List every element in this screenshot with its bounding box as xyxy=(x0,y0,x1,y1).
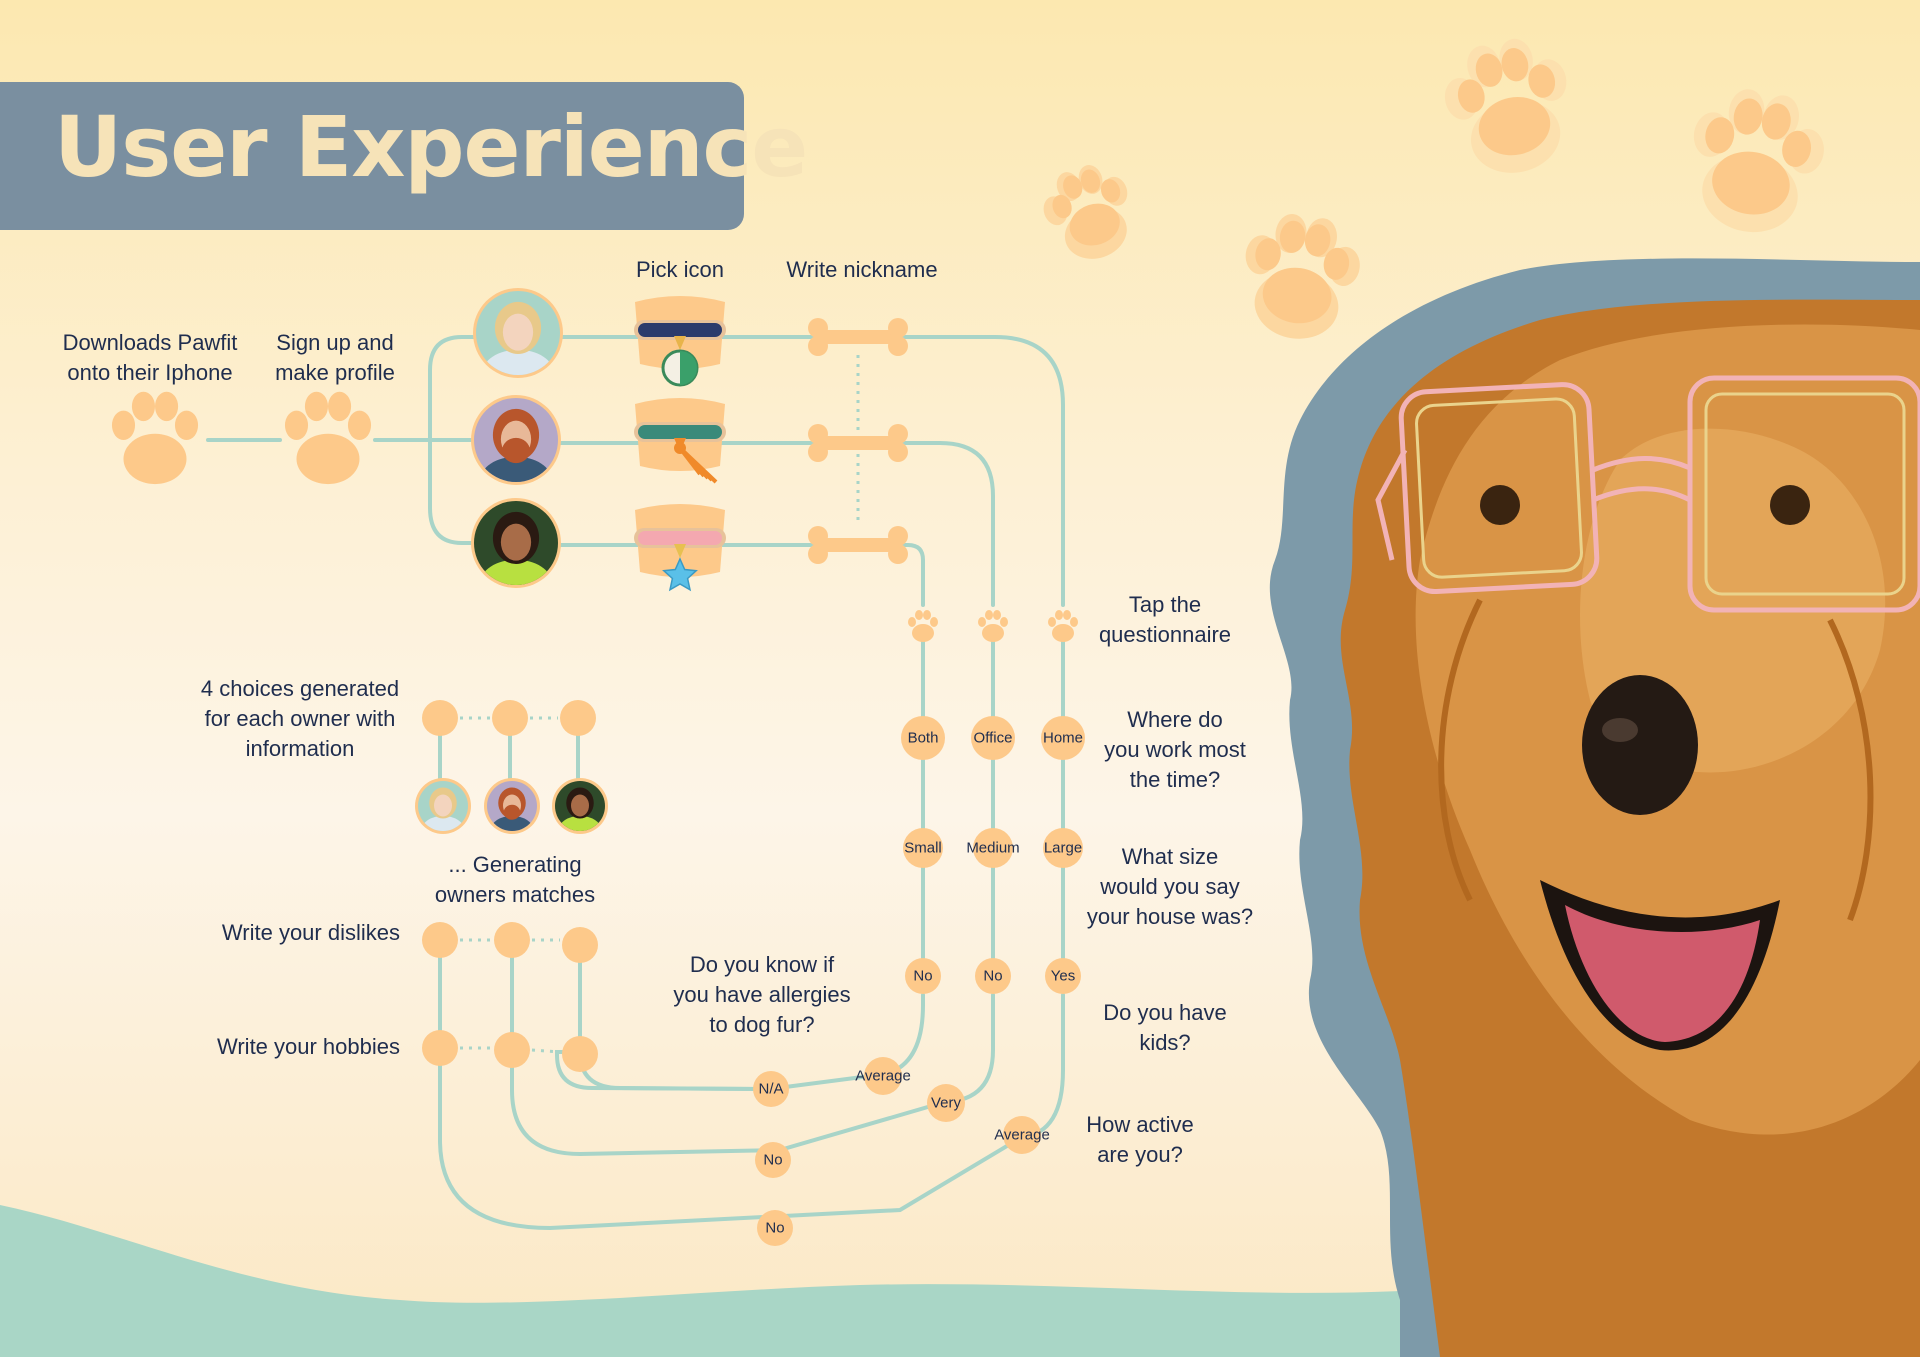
glasses-doodle xyxy=(1375,375,1920,613)
svg-text:Home: Home xyxy=(1043,730,1083,747)
answer-active-1[interactable]: Very xyxy=(927,1084,965,1122)
svg-text:No: No xyxy=(765,1220,784,1237)
dog-nose xyxy=(1582,675,1698,815)
page-title: User Experience xyxy=(54,98,808,196)
answer-kids-2[interactable]: Yes xyxy=(1045,958,1081,994)
step-questionnaire-label: Tap the questionnaire xyxy=(1098,592,1232,647)
dotted-connectors xyxy=(460,355,860,1054)
answer-house-1[interactable]: Medium xyxy=(966,828,1020,868)
questionnaire-paw-icon[interactable] xyxy=(1048,610,1078,642)
star-icon xyxy=(662,557,698,592)
dog-tongue xyxy=(1565,905,1760,1042)
nickname-bone-icon[interactable] xyxy=(808,526,908,564)
collar-3-icon[interactable] xyxy=(634,504,726,592)
answer-house-2[interactable]: Large xyxy=(1043,828,1083,868)
svg-text:Medium: Medium xyxy=(966,840,1019,857)
step-write-nickname-label: Write nickname xyxy=(786,257,938,282)
answer-kids-1[interactable]: No xyxy=(975,958,1011,994)
generating-matches-label: ... Generating owners matches xyxy=(434,852,596,907)
question-kids-label: Do you have kids? xyxy=(1103,1000,1227,1055)
match-avatar-curly-woman xyxy=(552,778,608,834)
choices-generated-label: 4 choices generated for each owner with … xyxy=(200,676,400,761)
answer-kids-0[interactable]: No xyxy=(905,958,941,994)
answer-work-0[interactable]: Both xyxy=(901,716,945,760)
svg-text:No: No xyxy=(983,968,1002,985)
svg-text:No: No xyxy=(763,1152,782,1169)
title-banner xyxy=(0,82,744,230)
profile-avatars[interactable] xyxy=(471,288,563,606)
ball-icon xyxy=(661,349,699,387)
svg-text:Office: Office xyxy=(974,730,1013,747)
svg-text:Average: Average xyxy=(855,1068,911,1085)
questionnaire-paw-icon[interactable] xyxy=(908,610,938,642)
answer-allergies-0[interactable]: N/A xyxy=(753,1071,789,1107)
question-work-label: Where do you work most the time? xyxy=(1104,707,1246,792)
question-house-label: What size would you say your house was? xyxy=(1086,844,1254,929)
answer-work-1[interactable]: Office xyxy=(971,716,1015,760)
answer-active-2[interactable]: Average xyxy=(994,1116,1050,1154)
step-download-label: Downloads Pawfit onto their Iphone xyxy=(62,330,238,385)
answer-allergies-2[interactable]: No xyxy=(757,1210,793,1246)
match-avatar-blonde-woman xyxy=(415,778,471,834)
matrix-nodes xyxy=(422,700,598,1072)
golden-retriever-image xyxy=(1340,299,1920,1357)
questionnaire-paw-icon[interactable] xyxy=(978,610,1008,642)
nickname-bone-icon[interactable] xyxy=(808,318,908,356)
svg-text:N/A: N/A xyxy=(758,1081,783,1098)
collar-1-icon[interactable] xyxy=(634,296,726,387)
answer-house-0[interactable]: Small xyxy=(903,828,943,868)
answer-active-0[interactable]: Average xyxy=(855,1057,911,1095)
avatar-curly-woman[interactable] xyxy=(471,498,561,606)
ground-wave xyxy=(0,1205,1420,1357)
collar-2-icon[interactable] xyxy=(634,398,726,484)
tassel-icon xyxy=(674,442,718,484)
answer-work-2[interactable]: Home xyxy=(1041,716,1085,760)
svg-text:Small: Small xyxy=(904,840,942,857)
svg-text:Large: Large xyxy=(1044,840,1082,857)
svg-text:Yes: Yes xyxy=(1051,968,1075,985)
svg-text:No: No xyxy=(913,968,932,985)
question-active-label: How active are you? xyxy=(1086,1112,1194,1167)
step-pick-icon-label: Pick icon xyxy=(635,257,725,282)
match-avatar-bearded-man xyxy=(484,778,540,834)
answer-allergies-1[interactable]: No xyxy=(755,1142,791,1178)
signup-paw-icon xyxy=(284,391,372,485)
question-allergies-label: Do you know if you have allergies to dog… xyxy=(673,952,851,1037)
svg-text:Very: Very xyxy=(931,1095,962,1112)
avatar-bearded-man[interactable] xyxy=(471,395,561,503)
step-hobbies-label: Write your hobbies xyxy=(216,1034,400,1059)
svg-text:Average: Average xyxy=(994,1127,1050,1144)
step-signup-label: Sign up and make profile xyxy=(275,330,395,385)
svg-text:Both: Both xyxy=(908,730,939,747)
download-paw-icon xyxy=(111,391,199,485)
match-avatars xyxy=(415,778,608,834)
collar-icons[interactable] xyxy=(634,296,726,592)
step-dislikes-label: Write your dislikes xyxy=(221,920,400,945)
avatar-blonde-woman[interactable] xyxy=(473,288,563,396)
